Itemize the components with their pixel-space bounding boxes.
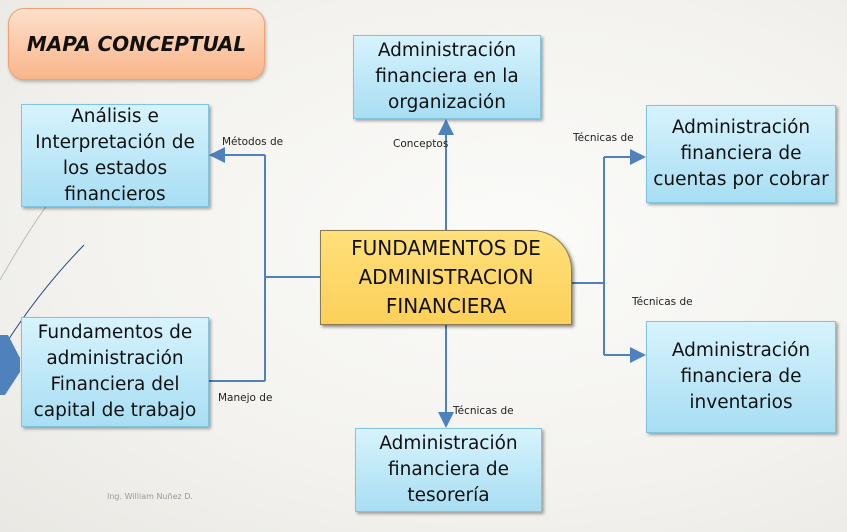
label-tecnicas-cxc: Técnicas de [573,132,634,144]
node-left-bottom: Fundamentos de administración Financiera… [21,317,209,427]
node-top: Administración financiera en la organiza… [353,35,541,119]
node-left-top: Análisis e Interpretación de los estados… [21,104,209,207]
footer-author: Ing. William Nuñez D. [107,492,193,501]
central-node: FUNDAMENTOS DE ADMINISTRACION FINANCIERA [320,230,572,325]
label-tecnicas-tes: Técnicas de [453,405,514,417]
node-right-top: Administración financiera de cuentas por… [646,105,836,203]
decorative-shape [0,335,20,395]
node-bottom: Administración financiera de tesorería [355,428,542,512]
label-tecnicas-inv: Técnicas de [632,296,693,308]
label-metodos: Métodos de [222,136,284,148]
decorative-curve [4,244,85,346]
node-right-bottom: Administración financiera de inventarios [646,321,836,433]
label-manejo: Manejo de [218,392,273,404]
map-title: MAPA CONCEPTUAL [8,8,265,80]
label-conceptos: Conceptos [393,138,449,150]
